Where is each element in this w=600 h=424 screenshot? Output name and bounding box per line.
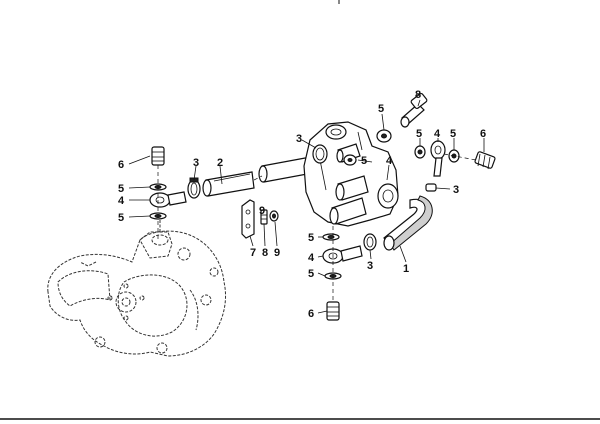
pipe-bracket (241, 199, 255, 239)
callout-5-lower-lower: 5 (308, 268, 314, 280)
callout-3-housing: 3 (296, 133, 302, 145)
callout-5-lower-upper: 5 (308, 232, 314, 244)
callout-4-housing-side: 4 (386, 155, 393, 167)
callout-5-upper-right-a: 5 (416, 128, 422, 140)
washer-housing-top (376, 129, 392, 143)
clamp-left (187, 177, 201, 199)
callout-8-upper: 8 (415, 89, 421, 101)
callout-9-bracket-nut: 9 (274, 247, 280, 259)
callout-4-upper-right: 4 (434, 128, 441, 140)
callout-5-housing-top: 5 (378, 103, 384, 115)
callout-1-hose: 1 (403, 263, 409, 275)
banjo-fitting-upper-right (430, 140, 446, 177)
clamp-right (425, 183, 437, 192)
callout-6-upper-right: 6 (480, 128, 486, 140)
coolant-hose (383, 195, 433, 251)
callout-7-bracket: 7 (250, 247, 256, 259)
thermostat-housing (303, 121, 399, 227)
banjo-bolt-lower (326, 301, 340, 321)
bleed-screw-upper (400, 92, 428, 128)
housing-fitting-upper (336, 143, 361, 166)
coolant-pipe (202, 155, 319, 197)
assembly-line-pipe (253, 175, 263, 181)
assembly-line-upper-right (443, 153, 477, 161)
callout-3-pipe-left: 3 (193, 157, 199, 169)
callout-5-left-lower: 5 (118, 212, 124, 224)
callout-8-bracket-bolt: 8 (262, 247, 268, 259)
callout-5-upper-right-b: 5 (450, 128, 456, 140)
banjo-bolt-right (474, 151, 496, 170)
bracket-nut (269, 210, 279, 222)
clamp-housing (312, 144, 328, 164)
callout-3-right: 3 (453, 184, 459, 196)
callout-labels: 6 5 4 5 3 2 3 5 8 5 4 5 6 5 4 3 1 3 5 4 … (118, 89, 486, 320)
clamp-lower (363, 233, 377, 251)
banjo-bolt-left (151, 146, 165, 166)
callout-6-left: 6 (118, 159, 124, 171)
banjo-fitting-lower (322, 245, 363, 264)
water-pump-housing (47, 220, 227, 357)
callout-9-bracket-small: 9 (259, 205, 265, 217)
callout-3-lower: 3 (367, 260, 373, 272)
callout-4-left: 4 (118, 195, 125, 207)
callout-6-lower: 6 (308, 308, 314, 320)
callout-5-left-upper: 5 (118, 183, 124, 195)
washer-lower-upper (322, 233, 340, 241)
callout-2-pipe: 2 (217, 157, 223, 169)
banjo-fitting-left (149, 191, 187, 208)
leader-lines (128, 99, 485, 314)
callout-5-housing-side: 5 (361, 155, 367, 167)
callout-4-lower: 4 (308, 252, 315, 264)
washer-upper-right-a (414, 145, 426, 159)
